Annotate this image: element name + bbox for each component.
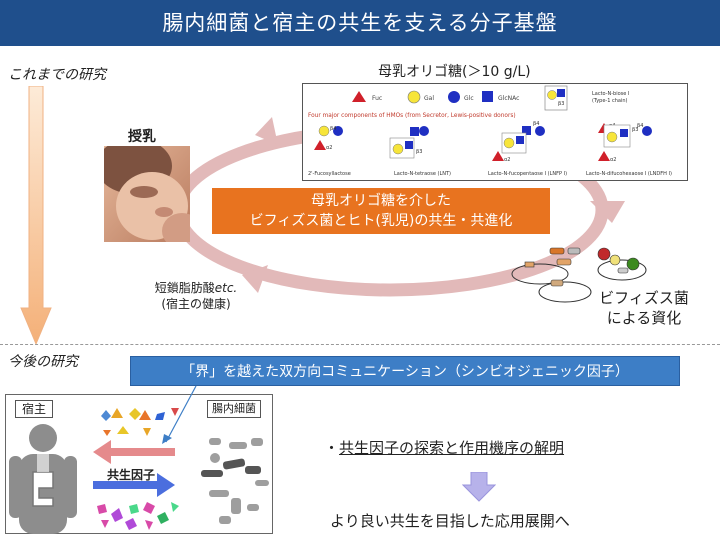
coevolution-box: 母乳オリゴ糖を介した ビフィズス菌とヒト(乳児)の共生・共進化 <box>212 188 550 234</box>
bifido-text: ビフィズス菌 による資化 <box>586 288 702 328</box>
molecule-icon <box>97 502 179 530</box>
legend-glc: Glc <box>464 95 474 102</box>
scfa-etc: etc. <box>214 281 238 295</box>
hmo-heading: Four major components of HMOs (from Secr… <box>308 113 516 119</box>
bacteria-icon <box>511 263 569 285</box>
bullet-text: 共生因子の探索と作用機序の解明 <box>339 439 565 457</box>
hmo-title: 母乳オリゴ糖(＞10 g/L) <box>378 64 531 80</box>
hmo-lnt: Lacto-N-tetraose (LNT) <box>394 171 451 177</box>
lnb-label-2: (Type-1 chain) <box>592 98 628 104</box>
legend-glcnac: GlcNAc <box>498 95 519 102</box>
symbiotic-factor-label: 共生因子 <box>107 468 156 482</box>
lnt-linkage: β3 <box>416 149 422 155</box>
future-research-label: 今後の研究 <box>8 354 78 370</box>
bacteria-icon <box>597 259 647 281</box>
bullet-dot: ・ <box>324 439 340 457</box>
scfa-line-1: 短鎖脂肪酸etc. <box>126 280 266 296</box>
breastfeeding-photo <box>104 146 190 242</box>
banner-pointer <box>162 385 197 444</box>
fl-linkage-alpha: α2 <box>326 145 332 151</box>
glucose-circle-icon <box>448 91 460 103</box>
research-goal-bullet: ・共生因子の探索と作用機序の解明 <box>324 437 564 458</box>
coevolution-line-2: ビフィズス菌とヒト(乳児)の共生・共進化 <box>249 213 513 229</box>
legend-gal: Gal <box>424 95 434 102</box>
lnfp-alpha: α2 <box>504 157 510 163</box>
scfa-line-2: (宿主の健康) <box>161 297 231 311</box>
down-arrow-icon <box>462 472 496 502</box>
page-title: 腸内細菌と宿主の共生を支える分子基盤 <box>0 0 720 46</box>
breastfeeding-label: 授乳 <box>128 129 156 145</box>
bifido-line-1: ビフィズス菌 <box>599 289 689 307</box>
bacteria-icon <box>201 438 269 524</box>
bidirectional-communication-banner: 「界」を越えた双方向コミュニケーション（シンビオジェニック因子） <box>130 356 680 386</box>
section-divider <box>0 344 720 345</box>
application-goal-text: より良い共生を目指した応用展開へ <box>330 512 570 530</box>
bacteria-icon <box>538 281 592 303</box>
galactose-circle-icon <box>407 90 421 104</box>
scfa-text: 短鎖脂肪酸etc. (宿主の健康) <box>126 280 266 312</box>
lndfh-alpha2: α2 <box>610 157 616 163</box>
hmo-structures-figure: Fuc Gal Glc GlcNAc β3 Lacto-N-biose I (T… <box>302 83 688 181</box>
scfa-prefix: 短鎖脂肪酸 <box>154 281 215 295</box>
host-microbe-diagram <box>9 408 269 534</box>
coevolution-line-1: 母乳オリゴ糖を介した <box>311 193 451 209</box>
lnfp-linkage: β4 <box>533 121 539 127</box>
glcnac-square-icon <box>482 91 493 102</box>
lndfh-linkage-beta3: β3 <box>632 127 638 133</box>
legend-fuc: Fuc <box>372 95 382 102</box>
bifidobacteria-cells <box>511 247 647 303</box>
host-label: 宿主 <box>15 400 54 418</box>
lnb-linkage: β3 <box>558 101 564 107</box>
hmo-2fl: 2'-Fucosyllactose <box>308 171 351 177</box>
lnb-label-1: Lacto-N-biose I <box>592 91 629 97</box>
timeline-down-arrow <box>20 86 52 346</box>
hmo-lndfh: Lacto-N-difucohexaose I (LNDFH I) <box>586 171 672 177</box>
molecule-icon <box>101 408 179 436</box>
lndfh-linkage-beta4: β4 <box>637 123 643 129</box>
microbe-label: 腸内細菌 <box>207 400 261 418</box>
hmo-lnfp: Lacto-N-fucopentaose I (LNFP I) <box>488 171 567 177</box>
fl-linkage-beta: β4 <box>330 126 336 132</box>
bifido-line-2: による資化 <box>606 309 682 327</box>
fucose-triangle-icon <box>352 91 366 102</box>
host-silhouette-icon <box>9 424 77 534</box>
past-research-label: これまでの研究 <box>8 67 106 83</box>
